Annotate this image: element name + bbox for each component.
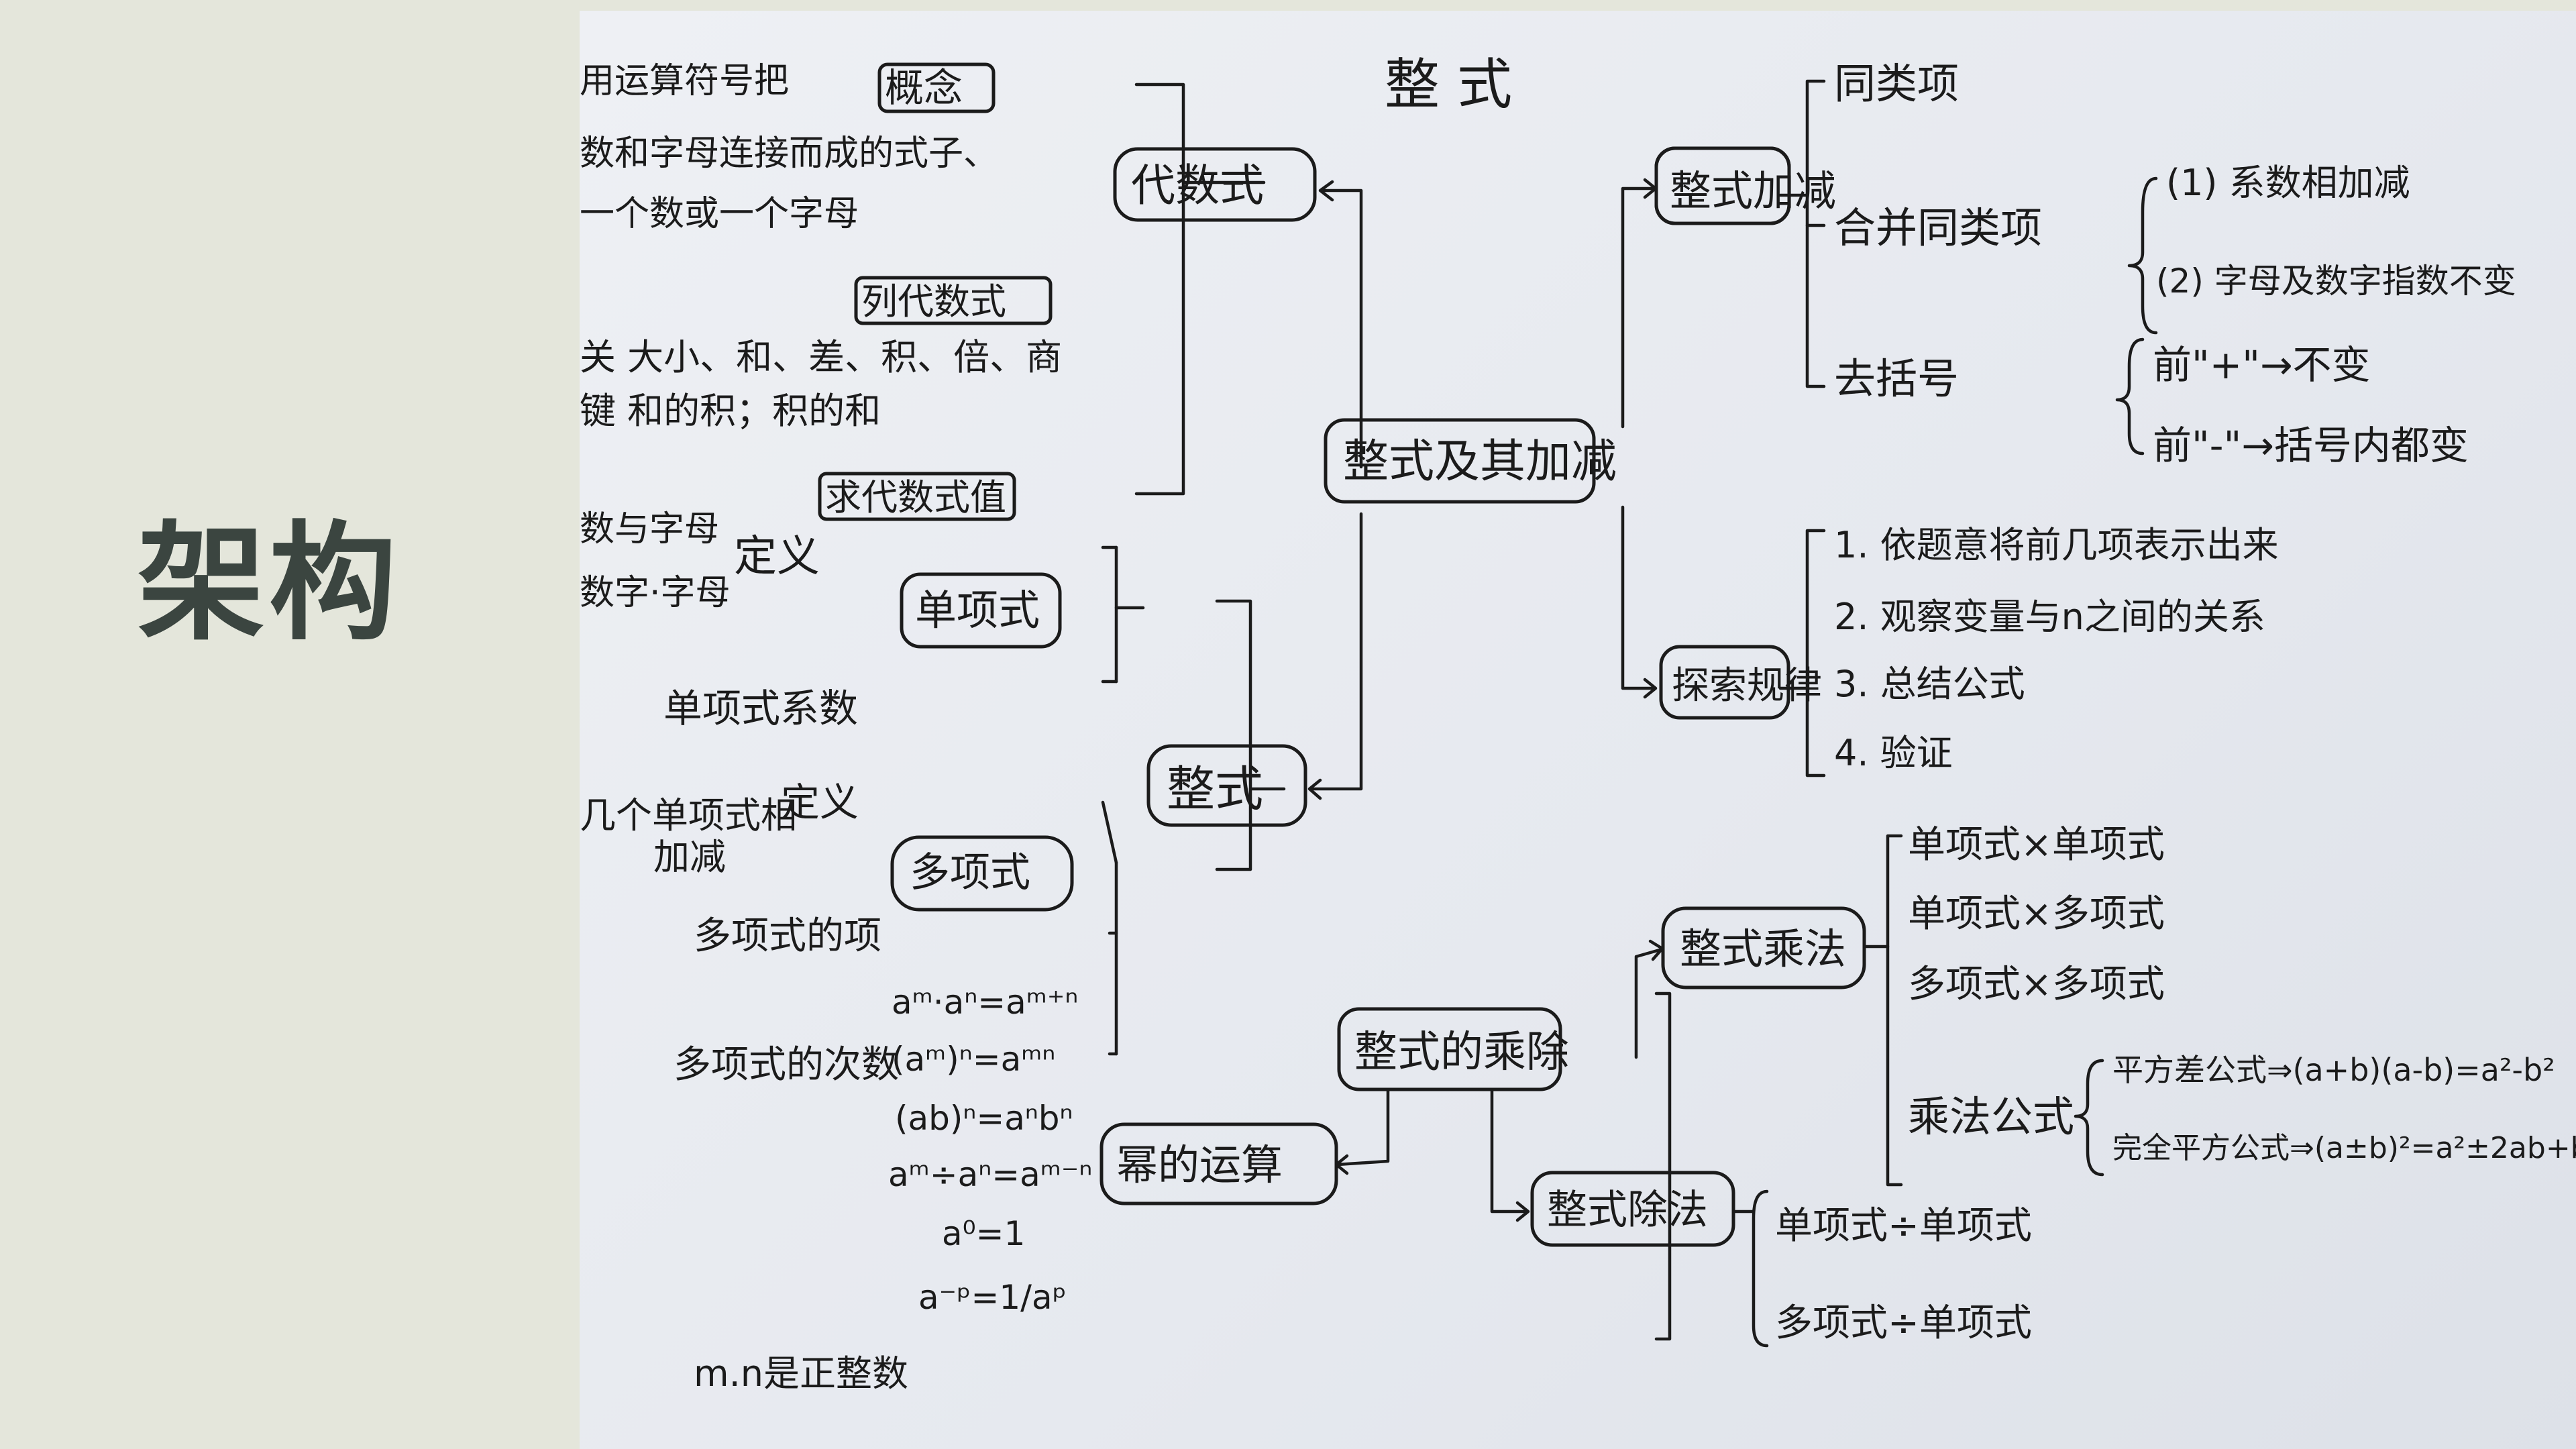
mind-map-diagram: 整 式 整式及其加减 代数式 用运算符号把 概念 数和字母连接而成的式子、 一个… bbox=[580, 11, 2576, 1449]
node-multiplication-division: 整式的乘除 bbox=[1339, 1009, 1569, 1089]
formula-perfect-square: 完全平方公式⇒(a±b)²=a²±2ab+b² bbox=[2112, 1131, 2576, 1165]
monomial-def-line-1: 数与字母 bbox=[580, 509, 719, 549]
power-rule-5: a⁰=1 bbox=[942, 1214, 1025, 1253]
monomial-coefficient-label: 单项式系数 bbox=[663, 686, 858, 731]
node-monomial: 单项式 bbox=[902, 574, 1060, 647]
remove-brackets-label: 去括号 bbox=[1834, 354, 1959, 403]
concept-line-1: 用运算符号把 bbox=[580, 61, 789, 101]
bracket-rule-1: 前"+"→不变 bbox=[2153, 342, 2371, 388]
division-item-1: 单项式÷单项式 bbox=[1775, 1204, 2032, 1248]
monomial-def-line-2: 数字·字母 bbox=[580, 573, 731, 613]
evaluate-expression-box: 求代数式值 bbox=[820, 474, 1014, 519]
polynomial-def-line-2: 加减 bbox=[653, 836, 726, 878]
polynomial-terms-label: 多项式的项 bbox=[694, 914, 881, 958]
node-polynomial-label: 多项式 bbox=[910, 849, 1030, 896]
node-multiplication: 整式乘法 bbox=[1663, 908, 1864, 987]
concept-line-2: 数和字母连接而成的式子、 bbox=[580, 133, 998, 174]
power-rule-3: (ab)ⁿ=aⁿbⁿ bbox=[895, 1099, 1073, 1138]
division-item-2: 多项式÷单项式 bbox=[1775, 1301, 2032, 1345]
combine-like-terms-label: 合并同类项 bbox=[1834, 203, 2042, 252]
power-rule-6: a⁻ᵖ=1/aᵖ bbox=[918, 1278, 1067, 1317]
power-note: m.n是正整数 bbox=[694, 1352, 908, 1395]
node-power-operations-label: 幂的运算 bbox=[1116, 1140, 1283, 1189]
node-division: 整式除法 bbox=[1532, 1173, 1733, 1245]
node-explore-pattern-label: 探索规律 bbox=[1672, 664, 1822, 708]
pattern-step-3: 3. 总结公式 bbox=[1834, 663, 2025, 705]
relation-line-2: 键 和的积；积的和 bbox=[580, 390, 881, 432]
polynomial-degree-label: 多项式的次数 bbox=[674, 1043, 899, 1087]
power-rule-1: aᵐ·aⁿ=aᵐ⁺ⁿ bbox=[892, 983, 1078, 1022]
polynomial-definition-label: 定义 bbox=[781, 780, 859, 825]
node-explore-pattern: 探索规律 bbox=[1661, 647, 1822, 718]
root-node-label: 整式及其加减 bbox=[1343, 435, 1617, 488]
like-terms-label: 同类项 bbox=[1834, 59, 1959, 108]
combine-rule-1: (1) 系数相加减 bbox=[2166, 162, 2410, 204]
mind-map-photo: 整 式 整式及其加减 代数式 用运算符号把 概念 数和字母连接而成的式子、 一个… bbox=[580, 11, 2576, 1449]
polynomial-def-line-1: 几个单项式相 bbox=[580, 794, 797, 837]
power-rule-2: (aᵐ)ⁿ=aᵐⁿ bbox=[892, 1040, 1055, 1079]
combine-rule-2: (2) 字母及数字指数不变 bbox=[2156, 262, 2516, 301]
node-monomial-label: 单项式 bbox=[915, 586, 1040, 635]
node-integral-expression-label: 整式 bbox=[1167, 761, 1263, 817]
node-power-operations: 幂的运算 bbox=[1102, 1124, 1336, 1203]
pattern-step-2: 2. 观察变量与n之间的关系 bbox=[1834, 596, 2265, 638]
node-multiplication-division-label: 整式的乘除 bbox=[1354, 1028, 1569, 1077]
concept-label-box: 概念 bbox=[879, 64, 994, 111]
node-polynomial: 多项式 bbox=[892, 837, 1072, 910]
relation-line-1: 关 大小、和、差、积、倍、商 bbox=[580, 336, 1062, 378]
list-expression-box: 列代数式 bbox=[856, 278, 1051, 323]
multiplication-formula-label: 乘法公式 bbox=[1908, 1092, 2074, 1141]
node-multiplication-label: 整式乘法 bbox=[1680, 924, 1846, 973]
left-panel: 架构 bbox=[0, 0, 580, 1449]
pattern-step-4: 4. 验证 bbox=[1834, 732, 1953, 774]
multiplication-item-2: 单项式×多项式 bbox=[1908, 892, 2165, 936]
formula-difference-of-squares: 平方差公式⇒(a+b)(a-b)=a²-b² bbox=[2112, 1052, 2555, 1088]
pattern-step-1: 1. 依题意将前几项表示出来 bbox=[1834, 524, 2279, 566]
node-algebraic-expression: 代数式 bbox=[1115, 149, 1315, 220]
concept-label: 概念 bbox=[885, 65, 963, 111]
concept-line-3: 一个数或一个字母 bbox=[580, 194, 859, 234]
slide-title: 架构 bbox=[138, 480, 400, 664]
node-integral-expression: 整式 bbox=[1148, 746, 1305, 825]
diagram-title: 整 式 bbox=[1385, 53, 1512, 117]
multiplication-item-1: 单项式×单项式 bbox=[1908, 823, 2165, 867]
root-node: 整式及其加减 bbox=[1326, 420, 1617, 502]
node-algebraic-expression-label: 代数式 bbox=[1131, 160, 1264, 211]
node-division-label: 整式除法 bbox=[1547, 1187, 1708, 1234]
multiplication-item-3: 多项式×多项式 bbox=[1908, 963, 2165, 1006]
monomial-definition-label: 定义 bbox=[734, 532, 820, 582]
evaluate-expression-label: 求代数式值 bbox=[825, 476, 1006, 519]
list-expression-label: 列代数式 bbox=[861, 280, 1006, 323]
power-rule-4: aᵐ÷aⁿ=aᵐ⁻ⁿ bbox=[888, 1155, 1092, 1194]
bracket-rule-2: 前"-"→括号内都变 bbox=[2153, 423, 2469, 468]
node-addition-subtraction-label: 整式加减 bbox=[1670, 166, 1836, 215]
